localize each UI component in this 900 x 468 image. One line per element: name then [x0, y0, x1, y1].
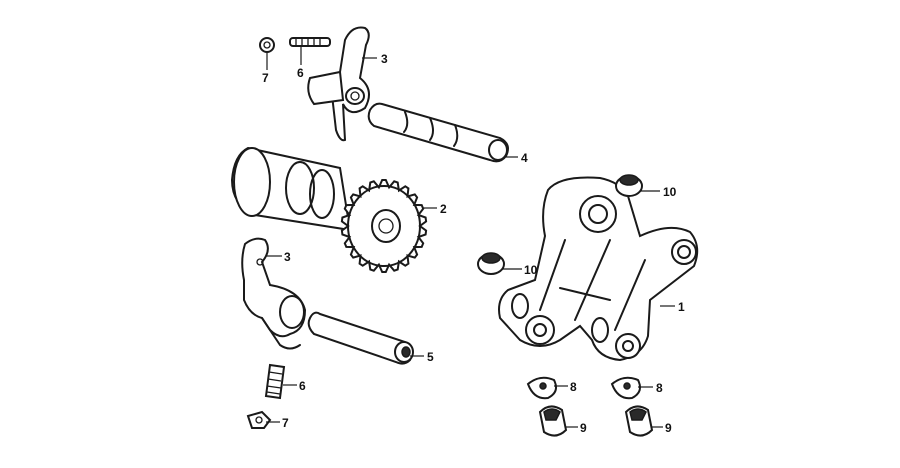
callout-8-left: 8 [570, 380, 577, 394]
part-7-nut-top [259, 37, 275, 53]
part-9-cap-nut-left [538, 405, 568, 437]
callout-8-right: 8 [656, 381, 663, 395]
part-1-rocker-holder [498, 176, 699, 362]
part-3-rocker-arm-mid [241, 237, 307, 350]
callout-9-right: 9 [665, 421, 672, 435]
callout-3-top: 3 [381, 52, 388, 66]
callout-10-top: 10 [663, 185, 677, 199]
callout-6-top: 6 [297, 66, 304, 80]
part-10-pin-mid [477, 252, 505, 275]
part-9-cap-nut-right [624, 405, 654, 437]
part-4-rocker-shaft [367, 102, 509, 163]
part-3-rocker-arm-top [307, 26, 370, 142]
part-7-nut-bottom [246, 410, 272, 429]
callout-5: 5 [427, 350, 434, 364]
callout-10-mid: 10 [524, 263, 538, 277]
callout-7-bottom: 7 [282, 416, 289, 430]
callout-7-top: 7 [262, 71, 269, 85]
callout-6-bottom: 6 [299, 379, 306, 393]
callout-3-mid: 3 [284, 250, 291, 264]
part-5-rocker-shaft [307, 311, 414, 365]
part-6-screw-bottom [264, 363, 286, 400]
part-10-pin-top [615, 174, 643, 197]
part-8-washer-left [526, 376, 557, 400]
callout-9-left: 9 [580, 421, 587, 435]
part-6-screw-top [289, 37, 331, 47]
callout-2: 2 [440, 202, 447, 216]
leader-lines [266, 46, 675, 428]
part-8-washer-right [610, 376, 641, 400]
callout-1: 1 [678, 300, 685, 314]
part-2-camshaft-sprocket [230, 146, 428, 273]
callout-4: 4 [521, 151, 528, 165]
